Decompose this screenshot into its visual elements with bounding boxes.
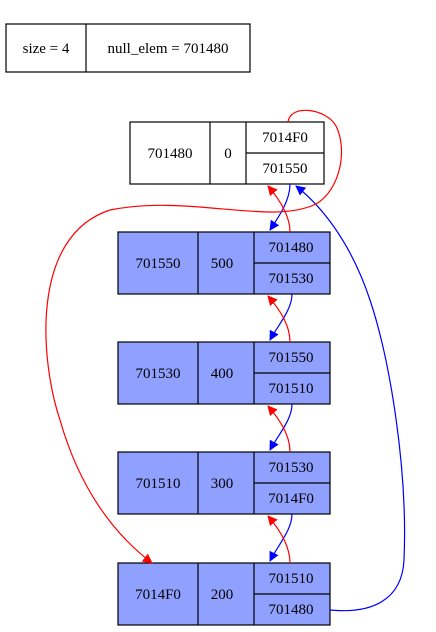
null-elem-label: null_elem = 701480 [108, 41, 229, 57]
next-pointer-arrow [269, 403, 293, 451]
next-pointer-arrow [269, 293, 293, 341]
list-info-record: size = 4 null_elem = 701480 [5, 23, 251, 73]
node-prev: 701530 [269, 460, 314, 476]
node-next: 701530 [269, 271, 314, 287]
next-pointer-arrow [269, 183, 291, 231]
node-next: 701480 [269, 602, 314, 618]
list-node: 701530 400 701550 701510 [117, 341, 331, 405]
next-pointer-arrow [295, 185, 406, 612]
node-addr: 701530 [136, 366, 181, 382]
node-value: 300 [211, 476, 234, 492]
prev-pointer-arrow [267, 515, 291, 564]
prev-pointer-arrow [267, 405, 291, 453]
list-node: 7014F0 200 701510 701480 [117, 562, 331, 626]
null-node-addr: 701480 [148, 146, 193, 162]
size-label: size = 4 [23, 41, 70, 57]
null-node-next: 701550 [263, 161, 308, 177]
list-node: 701550 500 701480 701530 [117, 231, 331, 295]
node-next: 7014F0 [268, 491, 314, 507]
node-prev: 701510 [269, 571, 314, 587]
node-prev: 701550 [269, 350, 314, 366]
node-addr: 701510 [136, 476, 181, 492]
list-node: 701510 300 701530 7014F0 [117, 451, 331, 515]
node-next: 701510 [269, 381, 314, 397]
info-box [5, 23, 251, 73]
next-pointer-arrow [269, 513, 293, 562]
node-addr: 701550 [136, 256, 181, 272]
prev-pointer-arrow [267, 185, 291, 233]
null-node-prev: 7014F0 [262, 130, 308, 146]
node-value: 200 [211, 587, 234, 603]
node-value: 400 [211, 366, 234, 382]
prev-pointer-arrow [267, 295, 291, 343]
node-prev: 701480 [269, 240, 314, 256]
prev-pointer-arrow [45, 109, 343, 564]
null-node: 701480 0 7014F0 701550 [129, 121, 325, 185]
null-node-value: 0 [224, 146, 232, 162]
node-value: 500 [211, 256, 234, 272]
node-addr: 7014F0 [135, 587, 181, 603]
